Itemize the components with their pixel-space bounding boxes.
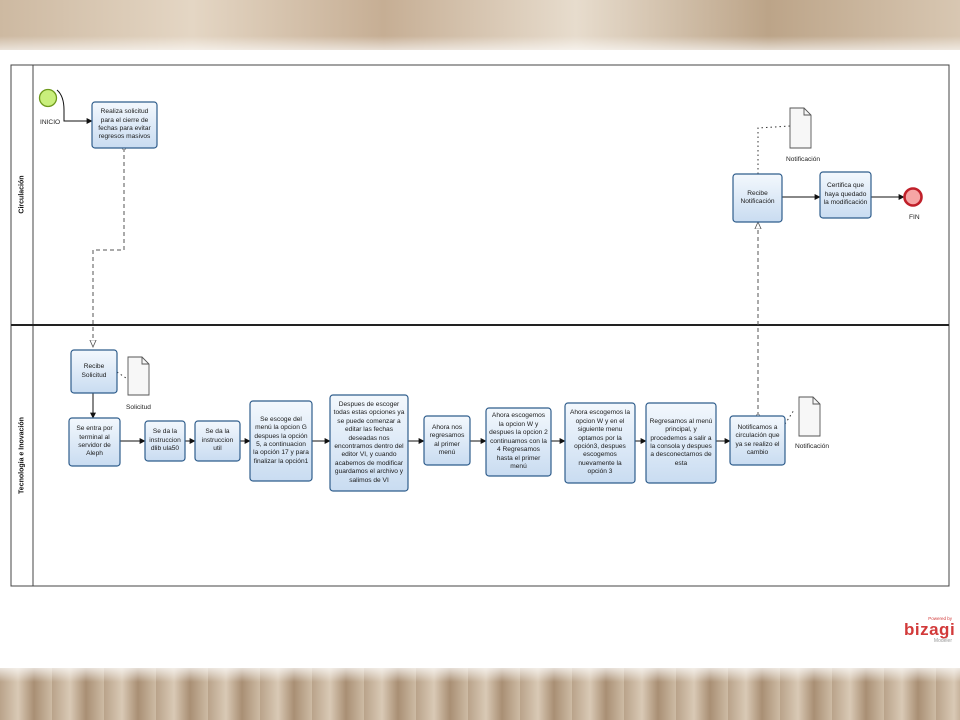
task-t2-box[interactable] <box>70 349 118 394</box>
message-flows <box>93 148 758 416</box>
task-t11-box[interactable] <box>645 402 717 484</box>
task-t5-text: Se da la instruccion util <box>201 428 234 453</box>
associations <box>116 125 795 425</box>
logo-brand-text: bizagi <box>904 620 956 639</box>
task-t11-text: Regresamos al menú principal, y procedem… <box>649 417 713 467</box>
task-t5-box[interactable] <box>194 420 241 462</box>
task-t8-text: Ahora nos regresamos al primer menú <box>429 423 465 456</box>
assoc-t2-to-d1 <box>116 371 127 379</box>
task-t9-text: Ahora escogemos la opcion W y despues la… <box>489 412 548 471</box>
task-t13-text: Recibe Notificación <box>740 189 775 205</box>
task-t14-box[interactable] <box>819 171 872 219</box>
document-d3-label: Notificación <box>795 443 830 450</box>
document-d2-icon <box>789 107 812 149</box>
lane-label-circulacion: Circulación <box>18 175 26 214</box>
task-t8-box[interactable] <box>423 415 471 466</box>
assoc-t12-to-d3 <box>784 409 795 425</box>
task-t14-text: Certifica que haya quedado la modificaci… <box>823 182 868 207</box>
documents <box>127 107 821 437</box>
message-t1-to-t2 <box>93 148 124 347</box>
task-t10-box[interactable] <box>564 402 636 484</box>
task-t3-text: Se entra por terminal al servidor de Ale… <box>76 425 113 458</box>
document-d3-icon <box>798 396 821 437</box>
task-t9-box[interactable] <box>485 407 552 477</box>
task-t7-box[interactable] <box>329 394 409 492</box>
logo-powered-text: Powered by <box>928 616 952 621</box>
task-t4-text: Se da la instruccion dlib ula50 <box>149 428 181 453</box>
logo-modeler-text: Modeler <box>933 638 952 644</box>
task-t10-text: Ahora escogemos la opcion W y en el sigu… <box>569 409 631 476</box>
task-t3-box[interactable] <box>68 417 121 467</box>
task-t12-text: Notificamos a circulación que ya se real… <box>735 423 780 456</box>
sequence-flows <box>56 89 905 444</box>
document-d1-icon <box>127 356 150 396</box>
lane-label-tecnologia: Tecnologia e Inovación <box>18 417 26 494</box>
task-t13-box[interactable] <box>732 173 783 223</box>
tasks <box>68 101 872 492</box>
task-t2-text: Recibe Solicitud <box>81 363 107 379</box>
task-t7-text: Despues de escoger todas estas opciones … <box>333 400 405 484</box>
task-t1-box[interactable] <box>91 101 158 149</box>
start-event-label: INICIO <box>40 119 61 126</box>
end-event[interactable] <box>903 187 923 207</box>
document-d2-label: Notificación <box>786 156 821 163</box>
assoc-t13-to-d2 <box>757 125 791 174</box>
bizagi-logo: Powered by bizagi Modeler <box>904 616 956 652</box>
task-t12-box[interactable] <box>729 415 786 466</box>
task-t6-text: Se escoge del menú la opcion G despues l… <box>253 415 309 465</box>
decorative-top-band <box>0 0 960 50</box>
decorative-bottom-band <box>0 668 960 720</box>
task-t1-text: Realiza solicitud para el cierre de fech… <box>98 108 151 141</box>
task-t6-box[interactable] <box>249 400 313 482</box>
end-event-label: FIN <box>909 214 920 221</box>
document-d1-label: Solicitud <box>126 404 151 411</box>
flow-start-to-t1 <box>56 89 93 124</box>
start-event[interactable] <box>38 88 58 108</box>
task-t4-box[interactable] <box>144 420 186 462</box>
